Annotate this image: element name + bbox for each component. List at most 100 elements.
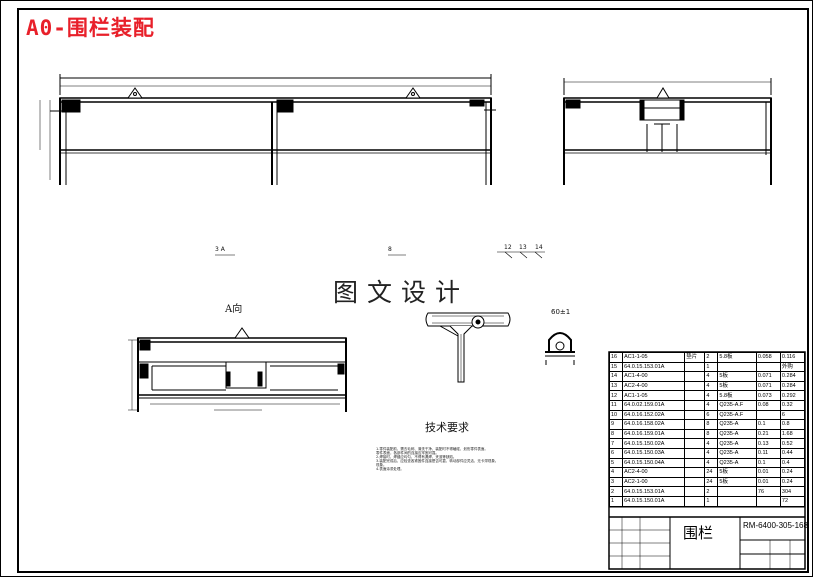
tube-detail [425, 312, 511, 383]
bom-cell: 64.0.16.159.01A [622, 428, 686, 440]
bom-cell: 2 [704, 352, 719, 363]
note-line: 3.装配完成后，应检查各紧固件连接是否可靠，转动部件应灵活，无卡滞现象。 [376, 459, 496, 463]
bom-cell: 1 [704, 361, 719, 373]
callout-14: 14 [535, 244, 543, 251]
bom-cell: 304 [779, 486, 806, 497]
bom-cell: 64.0.02.159.01A [622, 399, 686, 411]
bom-cell: 64.0.16.152.02A [622, 409, 686, 421]
bom-cell: 76 [755, 486, 781, 497]
bom-cell [717, 361, 757, 373]
bom-cell: 4 [608, 467, 624, 478]
bom-cell: 7 [608, 438, 624, 449]
watermark-text: 图文设计 [333, 278, 470, 307]
bom-cell [684, 486, 706, 497]
section-label-8: 8 [388, 246, 392, 253]
bom-cell [684, 438, 706, 449]
bom-cell: 6 [704, 409, 719, 421]
callout-leaders [215, 251, 545, 259]
bom-cell: AC2-4-00 [622, 467, 686, 478]
bom-cell: AC1-1-05 [622, 390, 686, 401]
bom-cell [684, 457, 706, 469]
bom-cell: 4 [704, 457, 719, 469]
bom-cell [684, 428, 706, 440]
side-view [563, 78, 772, 185]
bom-cell: 0.01 [755, 476, 781, 488]
bom-cell: Q235-A [717, 438, 757, 449]
bom-cell [684, 409, 706, 421]
bom-cell: 6 [779, 409, 806, 421]
bom-cell: 0.292 [779, 390, 806, 401]
note-line: 2.焊接时，焊缝应均匀，不得有漏焊、夹渣等缺陷。 [376, 455, 457, 459]
bom-cell: 2 [608, 486, 624, 497]
bom-cell: 0.284 [779, 380, 806, 392]
bom-cell: 1 [608, 495, 624, 507]
bom-cell: 11 [608, 399, 624, 411]
bom-cell: 10 [608, 409, 624, 421]
bom-cell: 4 [704, 447, 719, 459]
a-view [128, 327, 347, 412]
bom-cell: 4 [704, 390, 719, 401]
bom-cell: 14 [608, 371, 624, 382]
bom-cell: 5板 [717, 371, 757, 382]
bom-cell: 0.13 [755, 438, 781, 449]
bom-cell [684, 380, 706, 392]
bom-cell: 15 [608, 361, 624, 373]
bom-cell: 0.24 [779, 476, 806, 488]
bom-cell: AC1-1-05 [622, 352, 686, 363]
bom-cell: AC1-4-00 [622, 371, 686, 382]
bom-cell: 64.0.15.150.01A [622, 495, 686, 507]
bom-cell: 外购 [779, 361, 806, 373]
bom-cell [717, 495, 757, 507]
bom-cell [684, 447, 706, 459]
bom-cell: 0.24 [779, 467, 806, 478]
bom-cell: Q235-A [717, 419, 757, 430]
bom-cell: 0.1 [755, 457, 781, 469]
bom-cell: 16 [608, 352, 624, 363]
bom-cell [684, 390, 706, 401]
note-line: 4.表面涂漆处理。 [376, 467, 404, 471]
bom-cell: 0.21 [755, 428, 781, 440]
bom-cell: Q235-A.F [717, 399, 757, 411]
drawing-title: A0-围栏装配 [26, 16, 155, 40]
bom-cell: 5板 [717, 476, 757, 488]
u-bolt-detail [545, 332, 575, 365]
bom-cell: 72 [779, 495, 806, 507]
section-label-3: 3 A [215, 246, 225, 253]
bom-cell [684, 476, 706, 488]
bom-cell: Q235-A [717, 457, 757, 469]
bom-cell: 0.08 [755, 399, 781, 411]
bom-cell: 5板 [717, 380, 757, 392]
bom-cell [684, 495, 706, 507]
bom-cell [684, 419, 706, 430]
bom-cell: 5.8板 [717, 352, 757, 363]
bom-cell: 0.4 [779, 457, 806, 469]
bom-cell: 9 [608, 419, 624, 430]
bom-cell: 64.0.16.158.02A [622, 419, 686, 430]
bom-cell: 4 [704, 380, 719, 392]
bom-cell: 0.073 [755, 390, 781, 401]
bom-cell [684, 371, 706, 382]
tech-requirements-notes: 1.零件装配前，需去毛刺、清洗干净，装配时不得磕碰、划伤零件表面。 零件表面，各… [376, 447, 496, 471]
bom-cell: 5板 [717, 467, 757, 478]
bom-cell: 6 [608, 447, 624, 459]
bom-cell: 64.0.15.153.01A [622, 486, 686, 497]
bom-cell [755, 409, 781, 421]
bom-cell: 64.0.15.150.03A [622, 447, 686, 459]
bom-cell: 垫片 [684, 352, 706, 363]
bom-cell: 0.071 [755, 371, 781, 382]
tech-requirements-title: 技术要求 [425, 421, 469, 434]
bom-cell [684, 399, 706, 411]
bom-cell: 13 [608, 380, 624, 392]
